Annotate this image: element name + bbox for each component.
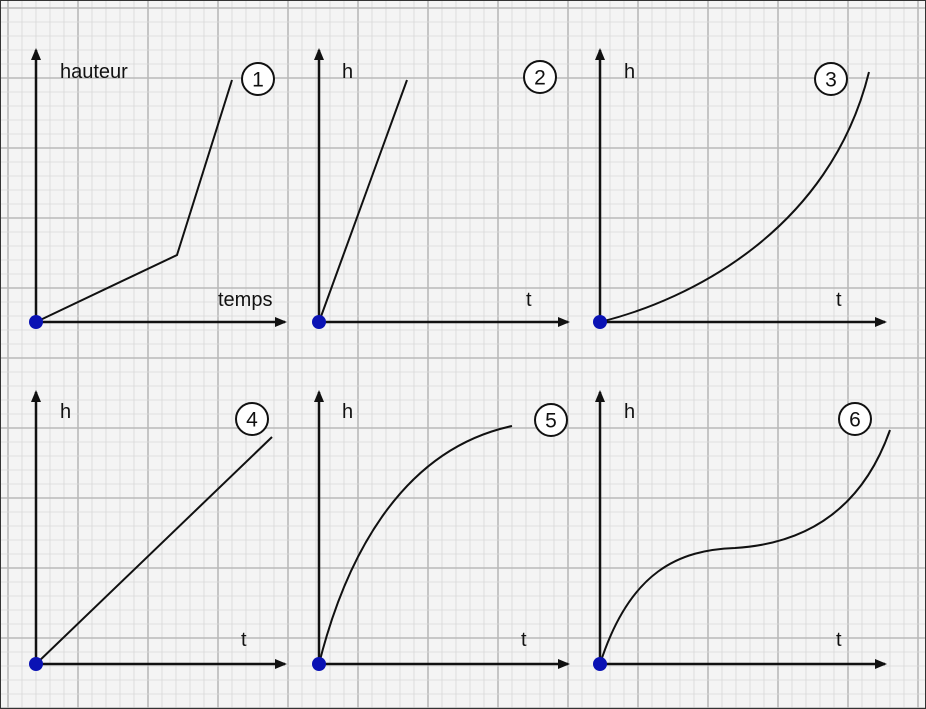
panel-1-y-label: hauteur bbox=[60, 61, 128, 83]
panel-4-curve bbox=[35, 436, 273, 665]
panel-3-x-label: t bbox=[836, 289, 842, 311]
panel-4-number: 4 bbox=[246, 409, 258, 432]
panel-6-curve bbox=[599, 429, 891, 665]
panel-4-x-label: t bbox=[241, 629, 247, 651]
panel-3-curve bbox=[599, 71, 870, 323]
panel-5-y-label: h bbox=[342, 401, 353, 423]
panel-2-origin-dot bbox=[312, 315, 326, 329]
panel-1-origin-dot bbox=[29, 315, 43, 329]
panel-5-number-circle bbox=[534, 403, 568, 437]
panel-2-curve bbox=[318, 79, 408, 323]
panel-5: h t 5 bbox=[312, 390, 570, 671]
panel-2: h t 2 bbox=[312, 48, 570, 329]
panel-2-number-circle bbox=[523, 60, 557, 94]
panel-5-curve bbox=[318, 425, 513, 665]
panel-2-x-label: t bbox=[526, 289, 532, 311]
panel-6-x-label: t bbox=[836, 629, 842, 651]
panel-6-origin-dot bbox=[593, 657, 607, 671]
panel-1: hauteur temps 1 bbox=[29, 48, 287, 329]
panel-1-number: 1 bbox=[252, 69, 264, 92]
panel-4-y-label: h bbox=[60, 401, 71, 423]
panel-4: h t 4 bbox=[29, 390, 287, 671]
panel-1-number-circle bbox=[241, 62, 275, 96]
panel-1-x-label: temps bbox=[218, 289, 272, 311]
panel-5-origin-dot bbox=[312, 657, 326, 671]
panel-6-number: 6 bbox=[849, 409, 861, 432]
panel-2-number: 2 bbox=[534, 67, 546, 90]
panel-1-curve bbox=[35, 79, 233, 323]
panel-6-number-circle bbox=[838, 402, 872, 436]
panel-4-origin-dot bbox=[29, 657, 43, 671]
panel-4-number-circle bbox=[235, 402, 269, 436]
panel-3-y-label: h bbox=[624, 61, 635, 83]
panel-3-origin-dot bbox=[593, 315, 607, 329]
panel-3-number: 3 bbox=[825, 69, 837, 92]
panel-6: h t 6 bbox=[593, 390, 891, 671]
panel-3: h t 3 bbox=[593, 48, 887, 329]
panel-5-x-label: t bbox=[521, 629, 527, 651]
panel-5-number: 5 bbox=[545, 410, 557, 433]
panel-2-y-label: h bbox=[342, 61, 353, 83]
panel-3-number-circle bbox=[814, 62, 848, 96]
panel-6-y-label: h bbox=[624, 401, 635, 423]
